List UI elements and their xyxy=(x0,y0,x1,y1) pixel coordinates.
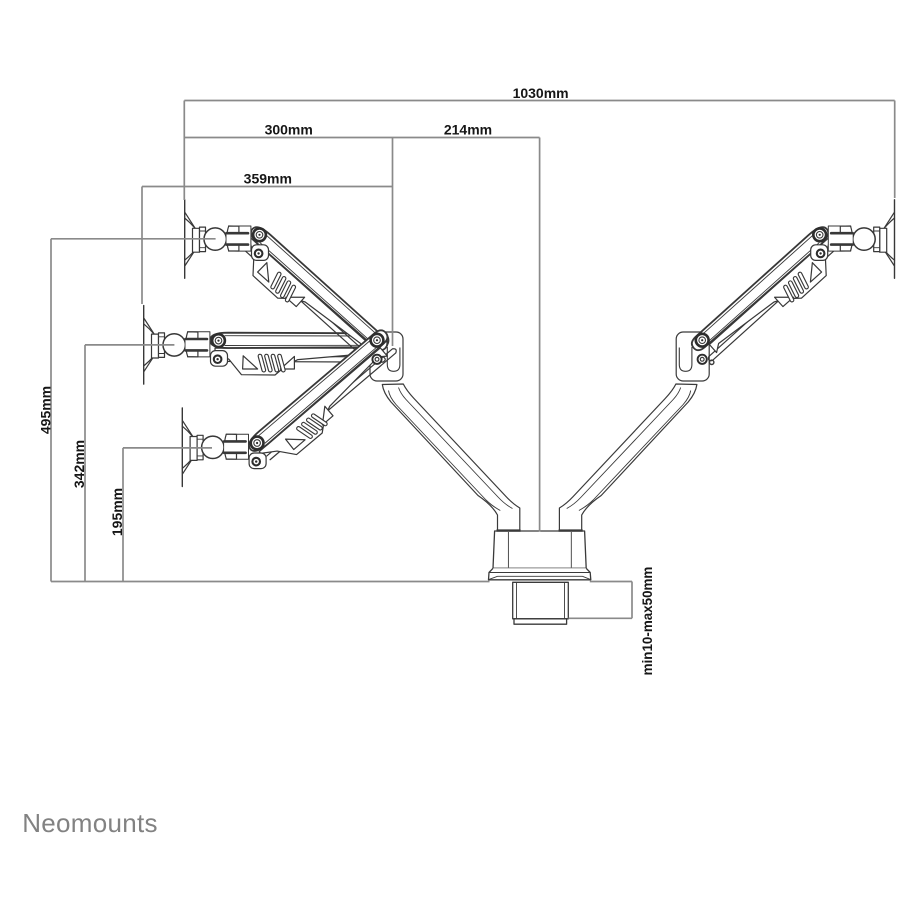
svg-text:214mm: 214mm xyxy=(444,122,492,138)
svg-text:1030mm: 1030mm xyxy=(513,85,569,101)
svg-text:359mm: 359mm xyxy=(244,171,292,187)
svg-text:342mm: 342mm xyxy=(71,440,87,488)
svg-text:min10-max50mm: min10-max50mm xyxy=(640,567,655,676)
svg-text:195mm: 195mm xyxy=(109,488,125,536)
svg-text:495mm: 495mm xyxy=(37,386,53,434)
svg-text:300mm: 300mm xyxy=(265,122,313,138)
svg-text:Neomounts: Neomounts xyxy=(22,808,158,838)
